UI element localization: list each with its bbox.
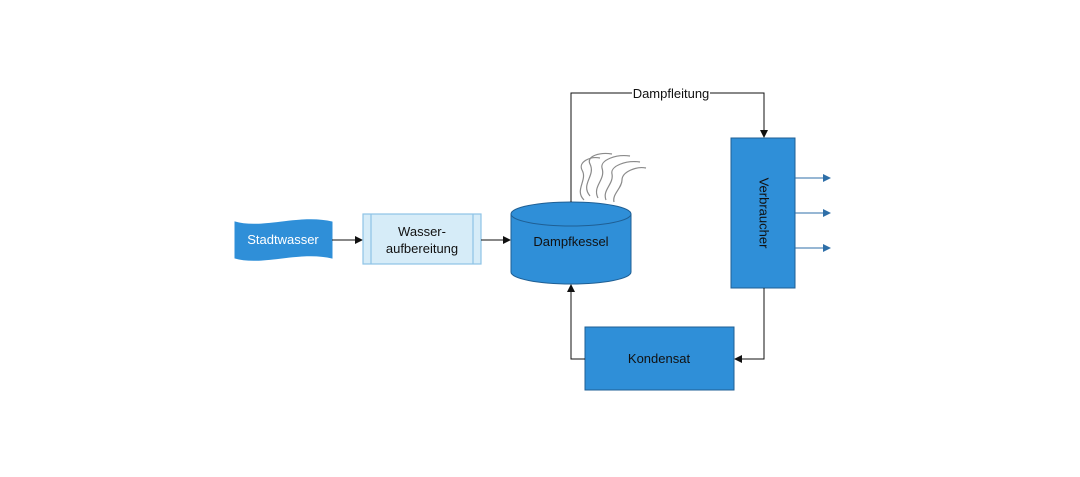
condensate-label: Kondensat: [628, 351, 691, 366]
condensate-box: [584, 326, 735, 391]
edge-condensate-to-boiler: [567, 284, 585, 360]
node-verbraucher: Verbraucher: [730, 137, 796, 289]
steam-line-label-bg: [632, 85, 710, 101]
treatment-box: [362, 213, 482, 265]
node-kondensat: Kondensat: [584, 326, 735, 391]
treatment-label-line2: aufbereitung: [386, 241, 458, 256]
steam-line-label: Dampfleitung: [633, 86, 710, 101]
stadtwasser-wave-shape: [234, 219, 333, 261]
node-dampfkessel: Dampfkessel: [510, 201, 632, 285]
node-stadtwasser: Stadtwasser: [234, 219, 333, 261]
stadtwasser-label: Stadtwasser: [247, 232, 319, 247]
consumer-box: [730, 137, 796, 289]
edge-consumer-to-condensate: [734, 288, 765, 363]
steam-icon: [579, 152, 647, 203]
boiler-label: Dampfkessel: [533, 234, 608, 249]
node-wasseraufbereitung: Wasser- aufbereitung: [362, 213, 482, 265]
consumer-label: Verbraucher: [757, 178, 772, 249]
boiler-cylinder-top: [510, 201, 632, 227]
treatment-label-line1: Wasser-: [398, 224, 446, 239]
boiler-cylinder-body: [510, 213, 632, 285]
